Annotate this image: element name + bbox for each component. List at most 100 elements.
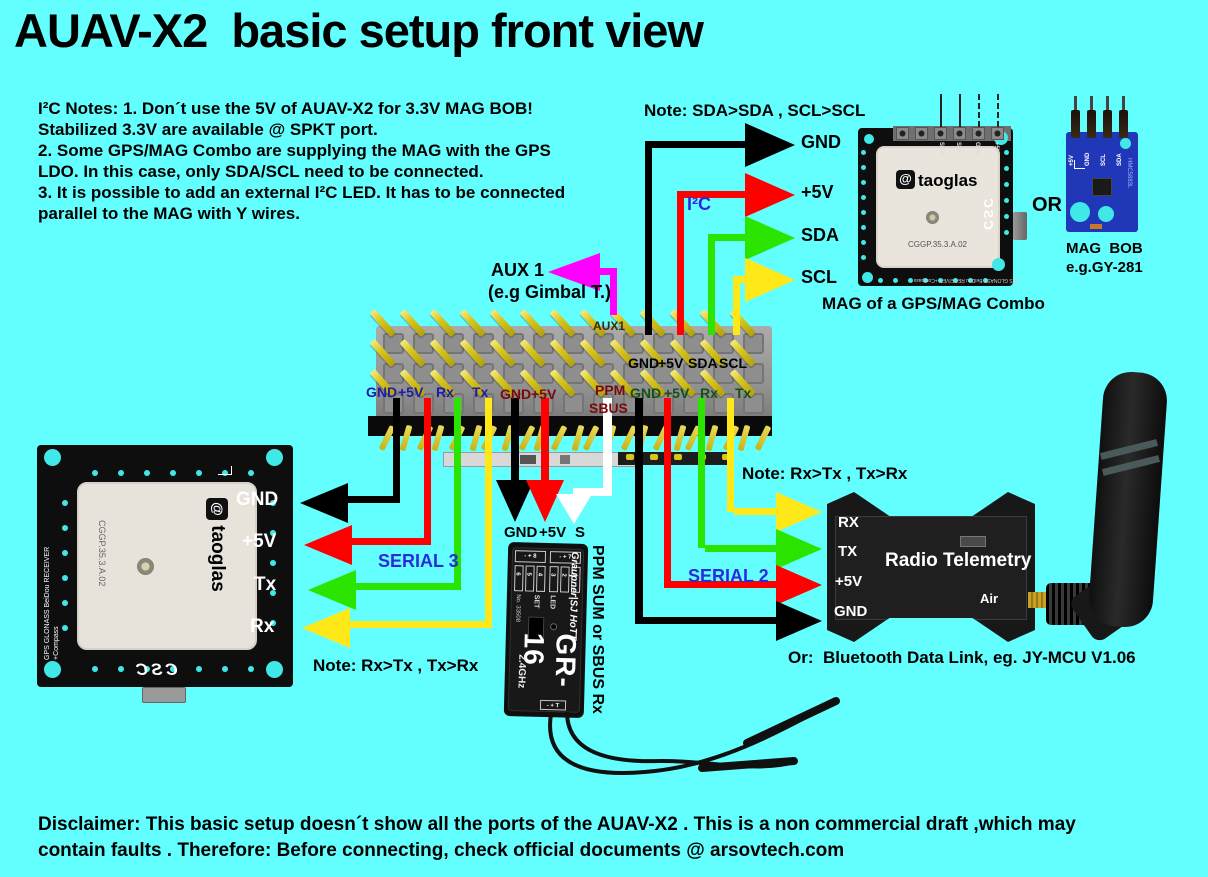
mag-bob-hole — [1070, 202, 1090, 222]
decor — [1004, 182, 1009, 187]
gps-left-pin-tx: Tx — [254, 574, 277, 595]
decor — [196, 666, 202, 672]
i2c-notes-line: I²C Notes: 1. Don´t use the 5V of AUAV-X… — [38, 99, 533, 118]
wire-i2c-gnd — [645, 141, 747, 148]
decor — [626, 454, 634, 460]
combo-wire-dashed — [978, 94, 980, 127]
mag-bob-pin-label: SCL — [1101, 154, 1107, 166]
decor — [722, 454, 730, 460]
decor — [62, 550, 68, 556]
wire-s3-5v — [424, 398, 431, 538]
gps-left-side-text: GPS GLONASS BeiDou RECEIVER — [44, 546, 51, 660]
decor — [196, 470, 202, 476]
decor — [864, 134, 874, 144]
gr16-ch-box: 5 — [525, 565, 535, 592]
arrowhead-scl — [745, 258, 795, 302]
decor — [878, 278, 883, 283]
connector-label-i2c-scl: SCL — [719, 355, 747, 371]
connector-label-sbus: SBUS — [589, 400, 628, 416]
wire-s2-rx — [705, 545, 776, 552]
arrowhead-tel-rx — [776, 492, 822, 532]
wire-s2-tx — [727, 398, 734, 512]
gr16-led-label: LED — [548, 595, 556, 610]
wire-i2c-sda — [708, 234, 715, 335]
wire-i2c-5v — [677, 191, 684, 335]
arrowhead-gps-tx — [308, 570, 356, 610]
arrowhead-tel-gnd — [776, 601, 822, 641]
i2c-notes-line: 3. It is possible to add an external I²C… — [38, 183, 566, 202]
decor — [893, 278, 898, 283]
decor — [62, 575, 68, 581]
decor — [1090, 96, 1093, 112]
taoglas-left-wordmark: @ taoglas — [206, 498, 228, 628]
arrowhead-gps-gnd — [300, 483, 348, 523]
mag-bob-pin-label: SDA — [1117, 153, 1123, 166]
mag-bob-hole — [1120, 138, 1131, 149]
arrowhead-rx-signal — [556, 494, 592, 524]
serial3-label: SERIAL 3 — [378, 551, 459, 571]
gr16-ch-num: 5 — [525, 572, 532, 576]
decor — [861, 255, 866, 260]
gps-left-hole — [44, 661, 61, 678]
telemetry-pin-gnd: GND — [834, 603, 868, 620]
telemetry-title: Radio Telemetry — [885, 550, 1032, 571]
wire-s2-tx — [734, 508, 776, 515]
arrowhead-aux — [548, 253, 600, 291]
decor — [92, 666, 98, 672]
decor — [1004, 198, 1009, 203]
decor — [674, 454, 682, 460]
decor — [991, 127, 1004, 140]
decor — [270, 590, 276, 596]
decor — [650, 454, 658, 460]
gps-left-csc-logo: CSC — [133, 660, 178, 679]
decor — [222, 470, 228, 476]
decor — [170, 470, 176, 476]
or-label: OR — [1032, 194, 1062, 216]
decor — [938, 278, 943, 283]
arrowhead-tel-5v — [776, 565, 822, 605]
connector-subboard-chip — [560, 455, 570, 464]
wire-s3-gnd — [346, 496, 400, 503]
wire-s3-rx — [485, 398, 492, 621]
mag-bob-caption2: e.g.GY-281 — [1066, 259, 1143, 276]
wire-rx-5v — [541, 398, 549, 482]
i2c-arrow-label-gnd: GND — [801, 132, 841, 152]
decor — [1004, 150, 1009, 155]
gr16-bottom-box: - + T — [539, 699, 567, 711]
serial3-note: Note: Rx>Tx , Tx>Rx — [313, 656, 479, 675]
telemetry-air-label: Air — [980, 591, 999, 606]
decor — [983, 278, 988, 283]
combo-model: CGGP.35.3.A.02 — [908, 240, 967, 249]
decor — [144, 470, 150, 476]
decor — [270, 530, 276, 536]
serial2-label: SERIAL 2 — [688, 566, 769, 586]
telemetry-button[interactable] — [960, 536, 986, 547]
mag-bob-caption: MAG BOB — [1066, 240, 1143, 257]
disclaimer-line2: contain faults . Therefore: Before conne… — [38, 840, 845, 861]
decor — [908, 278, 913, 283]
combo-wire-dashed — [997, 94, 999, 127]
gps-left-side-text2: +Compass — [53, 626, 60, 660]
receiver-pin-5v: +5V — [539, 524, 567, 541]
mag-bob-pin-label: +5V — [1069, 155, 1075, 166]
gps-left-pin-5v: +5V — [242, 531, 277, 552]
combo-pin-label: GND — [974, 142, 980, 156]
arrowhead-gps-5v — [304, 525, 352, 565]
wire-s2-gnd — [635, 398, 643, 624]
decor — [92, 470, 98, 476]
gr16-ch-box: 3 — [548, 566, 559, 593]
telemetry-pin-tx: TX — [838, 543, 858, 560]
gr16-ch-box: 4 — [535, 565, 546, 592]
aux-title: AUX 1 — [491, 260, 545, 280]
mag-bob-axis-icon — [1074, 168, 1085, 169]
aux-subtitle: (e.g Gimbal T.) — [488, 282, 612, 302]
connector-label-serial3-rx: Rx — [436, 384, 454, 400]
combo-wire — [940, 94, 942, 127]
i2c-notes-line: parallel to the MAG with Y wires. — [38, 204, 300, 223]
decor — [896, 127, 909, 140]
i2c-notes-line: 2. Some GPS/MAG Combo are supplying the … — [38, 141, 551, 160]
telemetry-alt-text: Or: Bluetooth Data Link, eg. JY-MCU V1.0… — [788, 648, 1136, 667]
i2c-notes: I²C Notes: 1. Don´t use the 5V of AUAV-X… — [38, 98, 565, 224]
gr16-receiver: - + 8 - + 7 6 5 4 3 2 1 No. 33508 SET LE… — [503, 541, 589, 719]
telemetry-module: RX TX +5V GND Radio Telemetry Air — [827, 492, 1035, 642]
